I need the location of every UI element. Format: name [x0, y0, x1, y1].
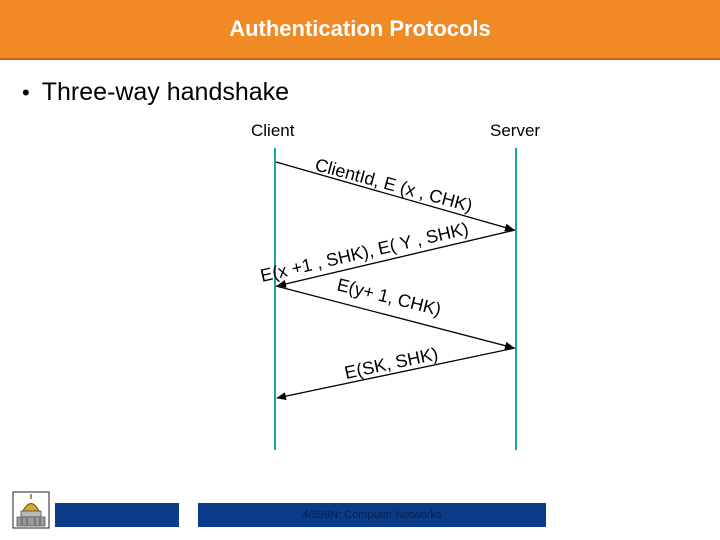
message-label-4: E(SK, SHK): [343, 344, 440, 383]
footer-bar-left: [55, 503, 179, 527]
dome-logo-icon: [12, 491, 50, 534]
bullet-item: • Three-way handshake: [22, 78, 289, 107]
message-arrow-3: [275, 285, 515, 350]
bullet-text: Three-way handshake: [41, 78, 290, 106]
title-bar: Authentication Protocols: [0, 0, 720, 60]
message-arrow-4: [276, 347, 516, 401]
message-label-2: E(x +1 , SHK), E( Y , SHK): [258, 219, 470, 286]
message-label-1: ClientId, E (x , CHK): [313, 155, 475, 216]
bullet-icon: •: [22, 79, 30, 105]
message-arrow-2: [276, 229, 516, 288]
footer-text: 4/598N: Computer Networks: [302, 509, 442, 521]
client-label: Client: [251, 121, 295, 140]
slide-title: Authentication Protocols: [229, 16, 491, 41]
message-label-3: E(y+ 1, CHK): [335, 274, 443, 319]
message-arrow-1: [275, 161, 515, 232]
footer-bar-right: 4/598N: Computer Networks: [198, 503, 546, 527]
server-label: Server: [490, 121, 541, 140]
